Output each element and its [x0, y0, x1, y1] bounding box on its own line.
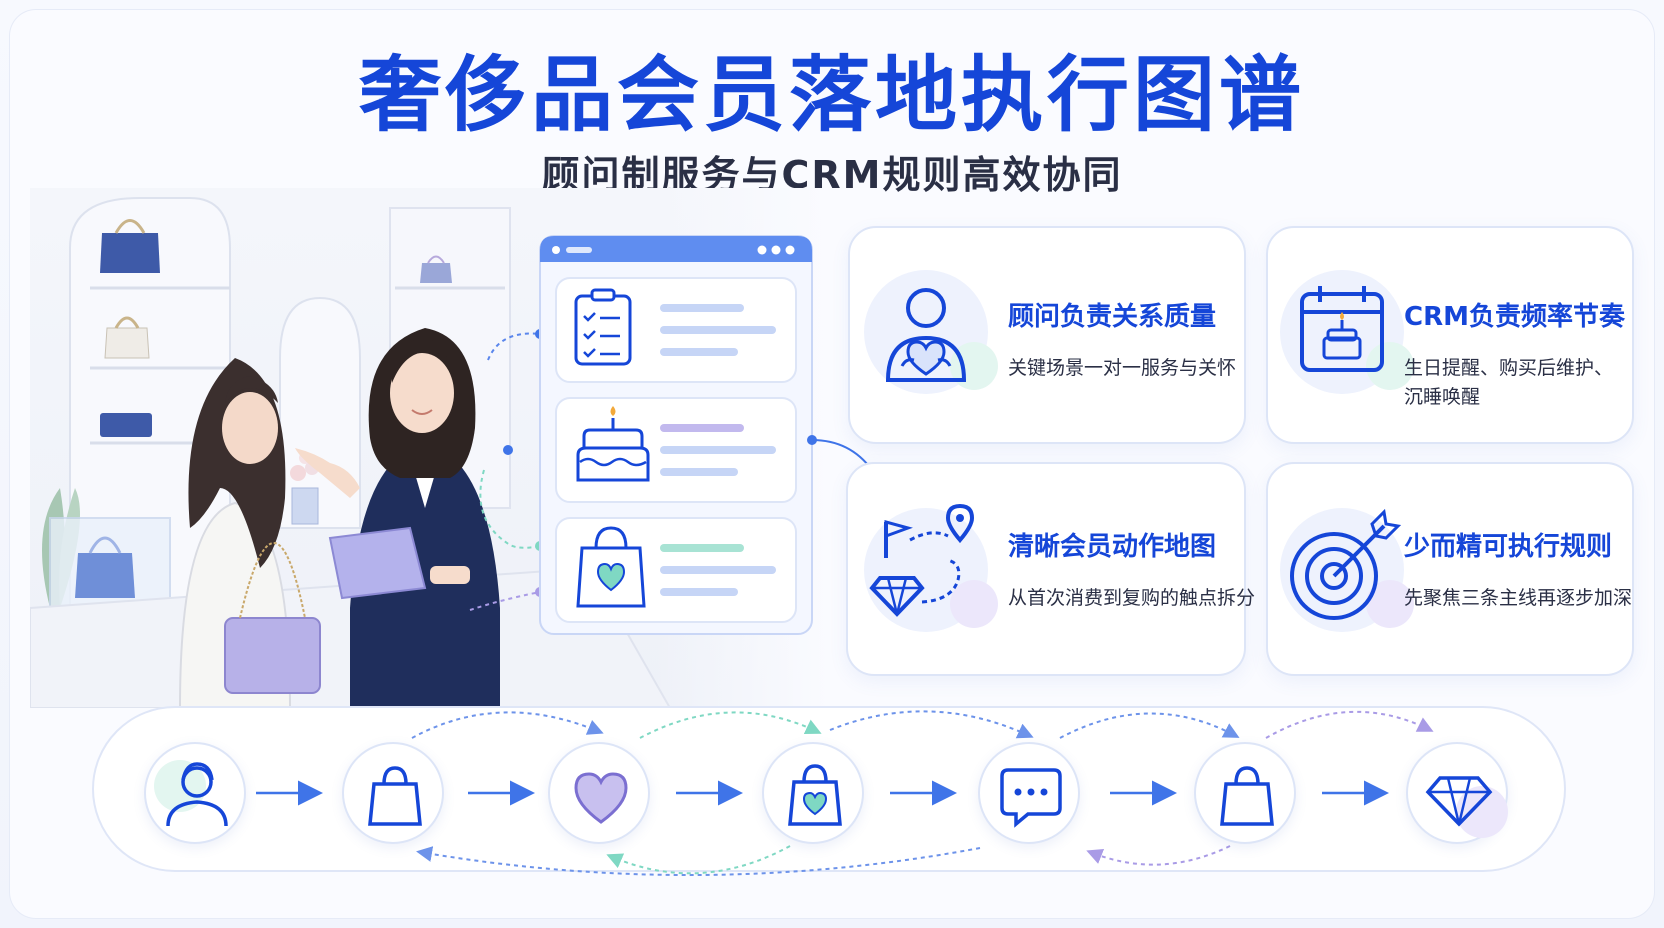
shopping-bag-icon	[1220, 766, 1274, 826]
flow-node-customer	[144, 742, 246, 844]
chat-icon	[1000, 768, 1062, 828]
heart-icon	[574, 772, 628, 824]
route-map-icon	[864, 503, 998, 632]
diamond-icon	[1425, 776, 1508, 838]
flow-node-repurchase	[762, 742, 864, 844]
page-title: 奢侈品会员落地执行图谱	[358, 48, 1305, 143]
flow-node-first-purchase	[342, 742, 444, 844]
customer-icon	[154, 760, 228, 827]
card-advisor-title: 顾问负责关系质量	[1008, 302, 1217, 332]
card-crm-title: CRM负责频率节奏	[1404, 302, 1625, 332]
card-map-desc: 从首次消费到复购的触点拆分	[1008, 587, 1256, 609]
card-map-title: 清晰会员动作地图	[1008, 532, 1217, 562]
flow-node-communication	[978, 742, 1080, 844]
advisor-heart-icon	[864, 270, 998, 394]
shopping-bag-icon	[368, 766, 422, 826]
flow-node-loyalty	[1406, 742, 1508, 844]
card-rules-title: 少而精可执行规则	[1404, 532, 1613, 562]
shopping-bag-heart-icon	[788, 764, 842, 826]
calendar-cake-icon	[1280, 270, 1414, 394]
card-advisor-desc: 关键场景一对一服务与关怀	[1008, 357, 1237, 379]
boutique-illustration	[30, 188, 830, 708]
card-crm-desc-line-2: 沉睡唤醒	[1404, 386, 1481, 408]
flow-node-maintenance	[1194, 742, 1296, 844]
flow-node-care	[548, 742, 650, 844]
card-crm-desc-line-1: 生日提醒、购买后维护、	[1404, 357, 1614, 379]
card-rules-desc: 先聚焦三条主线再逐步加深	[1404, 587, 1633, 609]
target-arrow-icon	[1280, 508, 1414, 632]
